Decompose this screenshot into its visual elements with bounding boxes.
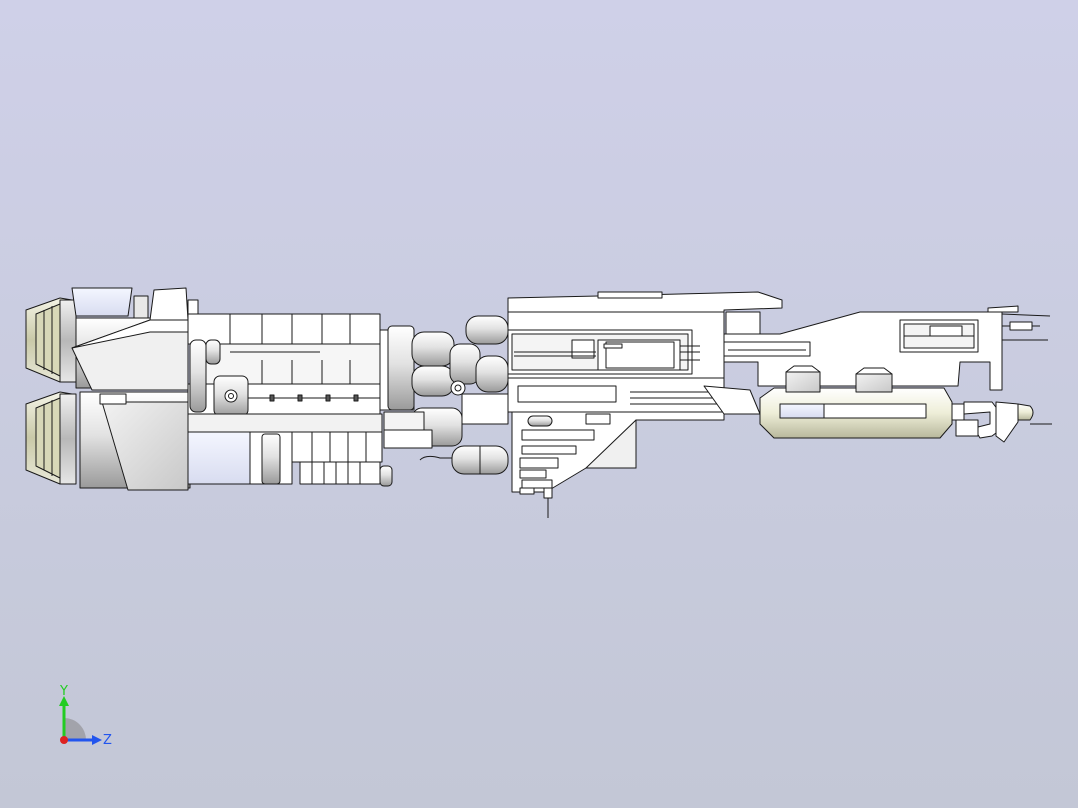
y-axis-arrow (59, 696, 69, 706)
x-axis-dot (60, 736, 68, 744)
mid-rear-section (187, 313, 393, 487)
z-axis-label: Z (103, 733, 112, 748)
z-axis-arrow (92, 735, 102, 745)
ventral-tank (703, 365, 1052, 443)
orientation-triad: Y Z (59, 684, 112, 748)
engine-nozzle-upper (25, 297, 77, 383)
connector-cylinders (379, 315, 509, 475)
engine-nozzle-lower (25, 391, 77, 485)
forward-hull (507, 291, 783, 518)
y-axis-label: Y (59, 684, 68, 699)
rear-hull (71, 287, 199, 491)
triad-arc (64, 718, 86, 740)
